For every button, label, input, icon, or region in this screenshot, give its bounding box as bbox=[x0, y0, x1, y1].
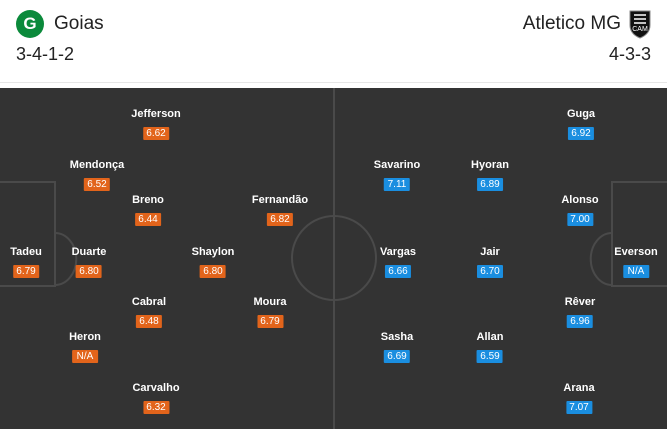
player-rating: 6.32 bbox=[142, 401, 169, 414]
player-rating: 6.79 bbox=[257, 315, 283, 328]
player-arana[interactable]: Arana 7.07 bbox=[563, 382, 595, 415]
player-rating: 6.92 bbox=[568, 127, 594, 140]
player-alonso[interactable]: Alonso 7.00 bbox=[561, 194, 599, 227]
player-name: Alonso bbox=[561, 194, 599, 206]
player-rating: 6.62 bbox=[143, 127, 169, 140]
player-name: Savarino bbox=[373, 159, 421, 171]
player-name: Mendonça bbox=[69, 159, 125, 171]
player-cabral[interactable]: Cabral 6.48 bbox=[132, 296, 166, 329]
player-name: Jefferson bbox=[131, 108, 181, 120]
match-header: G Goias 3-4-1-2 Atletico MG CAM 4-3-3 bbox=[0, 0, 667, 83]
player-shaylon[interactable]: Shaylon 6.80 bbox=[191, 246, 235, 279]
player-fernandao[interactable]: Fernandão 6.82 bbox=[252, 194, 308, 227]
player-name: Vargas bbox=[379, 246, 417, 258]
player-everson[interactable]: Everson N/A bbox=[614, 246, 658, 279]
away-formation: 4-3-3 bbox=[608, 44, 651, 64]
player-rating: 6.96 bbox=[566, 315, 593, 328]
player-name: Arana bbox=[563, 382, 595, 394]
home-team-name[interactable]: Goias bbox=[54, 13, 104, 34]
player-savarino[interactable]: Savarino 7.11 bbox=[374, 159, 420, 192]
player-name: Breno bbox=[132, 194, 164, 206]
player-rating: 6.69 bbox=[383, 350, 410, 363]
player-name: Cabral bbox=[131, 296, 167, 308]
player-mendonca[interactable]: Mendonça 6.52 bbox=[70, 159, 124, 192]
player-name: Carvalho bbox=[132, 382, 180, 394]
player-rating: 6.82 bbox=[266, 213, 293, 226]
player-name: Tadeu bbox=[10, 246, 42, 258]
player-name: Fernandão bbox=[251, 194, 309, 206]
player-name: Rêver bbox=[564, 296, 596, 308]
player-rating: N/A bbox=[622, 265, 649, 278]
player-guga[interactable]: Guga 6.92 bbox=[567, 108, 595, 141]
player-rating: 6.44 bbox=[135, 213, 161, 226]
player-hyoran[interactable]: Hyoran 6.89 bbox=[471, 159, 509, 192]
player-rating: 6.52 bbox=[84, 178, 110, 191]
player-name: Sasha bbox=[380, 331, 414, 343]
player-name: Shaylon bbox=[191, 246, 235, 258]
player-jefferson[interactable]: Jefferson 6.62 bbox=[131, 108, 181, 141]
player-rating: 6.80 bbox=[199, 265, 226, 278]
player-name: Heron bbox=[69, 331, 101, 343]
home-formation: 3-4-1-2 bbox=[16, 44, 75, 64]
player-name: Moura bbox=[253, 296, 287, 308]
player-rating: 6.79 bbox=[12, 265, 39, 278]
svg-text:CAM: CAM bbox=[632, 26, 648, 33]
player-rever[interactable]: Rêver 6.96 bbox=[564, 296, 596, 329]
player-heron[interactable]: Heron N/A bbox=[69, 331, 101, 364]
player-rating: 6.66 bbox=[385, 265, 411, 278]
player-moura[interactable]: Moura 6.79 bbox=[254, 296, 287, 329]
pitch-lines bbox=[0, 88, 667, 429]
player-rating: 7.07 bbox=[566, 401, 592, 414]
player-sasha[interactable]: Sasha 6.69 bbox=[381, 331, 413, 364]
player-rating: N/A bbox=[72, 350, 98, 363]
player-rating: 7.11 bbox=[384, 178, 410, 191]
player-name: Allan bbox=[476, 331, 504, 343]
player-carvalho[interactable]: Carvalho 6.32 bbox=[132, 382, 180, 415]
goias-logo-icon: G bbox=[16, 10, 44, 38]
player-tadeu[interactable]: Tadeu 6.79 bbox=[10, 246, 42, 279]
pitch: Jefferson 6.62 Mendonça 6.52 Breno 6.44 … bbox=[0, 88, 667, 429]
away-team-name[interactable]: Atletico MG bbox=[522, 13, 621, 34]
player-rating: 6.89 bbox=[477, 178, 503, 191]
player-name: Hyoran bbox=[471, 159, 509, 171]
player-rating: 6.70 bbox=[477, 265, 503, 278]
player-name: Guga bbox=[566, 108, 596, 120]
player-breno[interactable]: Breno 6.44 bbox=[132, 194, 164, 227]
player-name: Jair bbox=[480, 246, 500, 258]
player-allan[interactable]: Allan 6.59 bbox=[476, 331, 504, 364]
player-jair[interactable]: Jair 6.70 bbox=[477, 246, 503, 279]
player-name: Everson bbox=[614, 246, 658, 258]
atletico-mg-shield-icon: CAM bbox=[629, 10, 651, 39]
player-vargas[interactable]: Vargas 6.66 bbox=[380, 246, 416, 279]
player-rating: 6.48 bbox=[136, 315, 162, 328]
player-duarte[interactable]: Duarte 6.80 bbox=[71, 246, 107, 279]
player-name: Duarte bbox=[71, 246, 107, 258]
player-rating: 6.80 bbox=[76, 265, 102, 278]
player-rating: 7.00 bbox=[567, 213, 593, 226]
player-rating: 6.59 bbox=[477, 350, 503, 363]
